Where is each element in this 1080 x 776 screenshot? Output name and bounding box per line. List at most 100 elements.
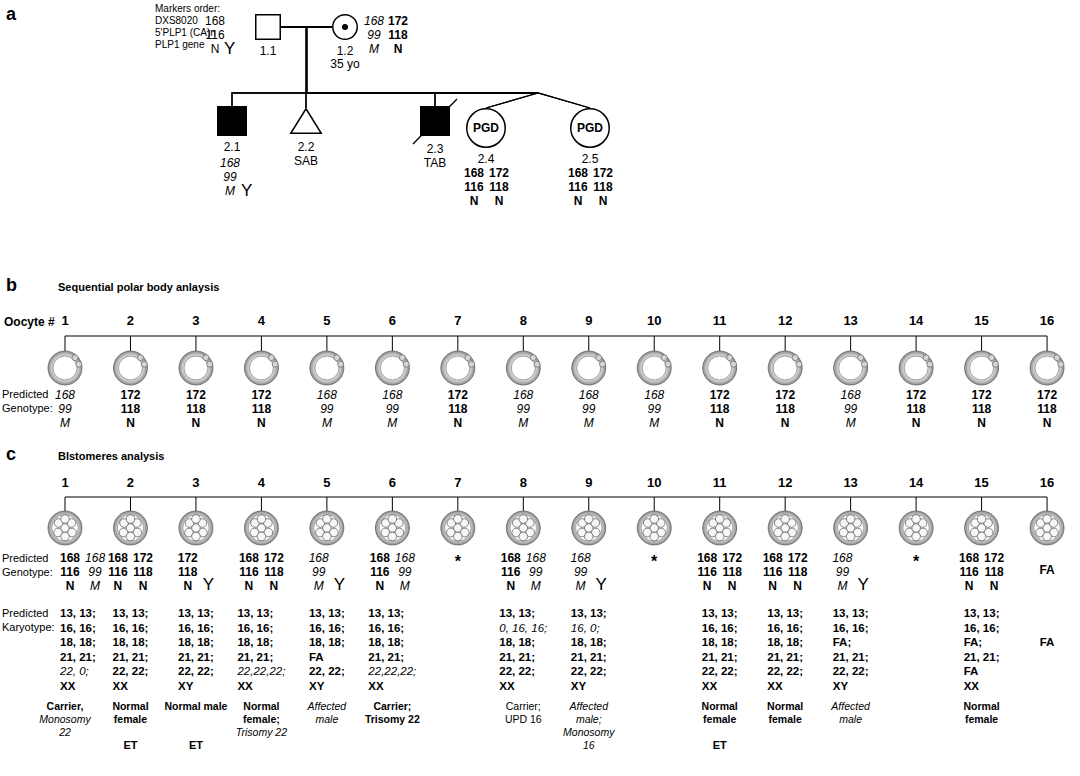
karyotype-line: 16, 16;: [702, 621, 738, 636]
oocyte-icon: [703, 351, 737, 385]
zona-pellucida: [965, 511, 999, 545]
zona-pellucida: [899, 351, 933, 385]
zona-pellucida: [48, 511, 82, 545]
polar-body: [661, 355, 667, 361]
karyotype-line: XY: [571, 679, 586, 694]
interpretation: Trisomy 22: [365, 713, 420, 726]
embryo-number: 8: [520, 475, 527, 490]
karyotype-line: 22, 22;: [571, 664, 607, 679]
polar-body: [600, 361, 606, 367]
panel-letter: a: [6, 4, 16, 24]
genotype: 168 99 M: [513, 388, 533, 430]
column-group: 168 116 N168 99 M: [370, 551, 415, 593]
embryo-icon: [113, 511, 147, 545]
pgd-mark: PGD: [473, 121, 499, 135]
karyotype-line: 22, 0;: [60, 664, 89, 679]
column-group: Carrier;Trisomy 22: [365, 700, 420, 726]
karyotype-line: 13, 13;: [309, 606, 345, 621]
embryo-number: 4: [258, 475, 265, 490]
polar-body: [403, 361, 409, 367]
male-symbol: 168 116 NY1.1: [255, 14, 281, 40]
karyotype-line: XX: [499, 679, 514, 694]
karyotype-line: 21, 21;: [964, 650, 1000, 665]
genotype: Y: [334, 576, 345, 593]
genotype: 172 118 N: [388, 14, 408, 56]
genotype: 172 118 N: [593, 166, 613, 208]
oocyte-icon: [113, 351, 147, 385]
embryo-number: 10: [647, 475, 661, 490]
row-heading: Predicted Karyotype:: [2, 606, 58, 634]
embryo-interior: [903, 515, 929, 541]
karyotype-line: 13, 13;: [833, 606, 869, 621]
row-heading: Predicted Genotype:: [2, 387, 58, 415]
embryo-bracket: [65, 497, 1047, 511]
zona-pellucida: [703, 511, 737, 545]
panel-title: Sequential polar body anlaysis: [58, 280, 219, 294]
individual-id: 1.1: [260, 44, 277, 58]
oocyte-icon: [48, 351, 82, 385]
interpretation: Affected male: [819, 700, 883, 726]
polar-body: [992, 361, 998, 367]
embryo-icon: [506, 511, 540, 545]
karyotype-line: 18, 18;: [571, 635, 607, 650]
embryo-icon: [310, 511, 344, 545]
genotype: 168 99 M: [571, 551, 591, 593]
embryo-number: 12: [778, 475, 792, 490]
individual-id: 2.3: [427, 142, 444, 156]
genotype: 168 116 N: [60, 551, 80, 593]
pedigree-line: [281, 27, 538, 108]
zona-pellucida: [179, 351, 213, 385]
karyotype-line: 13, 13;: [499, 606, 535, 621]
blastomere: [650, 532, 659, 541]
zona-pellucida: [834, 511, 868, 545]
polar-body: [465, 355, 471, 361]
embryo-interior: [837, 515, 863, 541]
embryo-number: 14: [909, 475, 923, 490]
karyotype-line: XY: [833, 679, 848, 694]
genotype: 168 99 M: [841, 388, 861, 430]
blastomere: [1043, 532, 1052, 541]
genotype: 172 118 N: [972, 388, 992, 430]
zona-pellucida: [572, 351, 606, 385]
oocyte-number: 5: [323, 313, 330, 328]
karyotype-line: 13, 13;: [178, 606, 214, 621]
polar-body: [727, 355, 733, 361]
karyotype-line: 16, 16;: [60, 621, 96, 636]
column-group: Carrier;UPD 16: [505, 700, 542, 726]
embryo-interior: [968, 515, 994, 541]
oocyte-number: 9: [585, 313, 592, 328]
interpretation: Carrier;: [373, 700, 411, 713]
pedigree-line: [281, 27, 307, 108]
zona-pellucida: [1030, 351, 1064, 385]
interpretation: Normal female: [98, 700, 162, 726]
symbol-outline: [255, 14, 281, 40]
pedigree-line: [232, 27, 332, 106]
column-group: 168 99 MY: [309, 551, 345, 593]
column-group: 13, 13;16, 16;18, 18;21, 21;22, 22;XX: [113, 606, 149, 693]
oocyte-number: 1: [61, 313, 68, 328]
genotype: 172 118 N: [133, 551, 153, 593]
oocyte-number: 3: [192, 313, 199, 328]
square-shape: [218, 107, 247, 136]
karyotype-line: 16, 16;: [237, 621, 273, 636]
karyotype-line: 21, 21;: [178, 650, 214, 665]
genotype: Y: [857, 576, 868, 593]
polar-body: [272, 361, 278, 367]
zona-pellucida: [965, 351, 999, 385]
karyotype-line: 13, 13;: [964, 606, 1000, 621]
genotype: 172 118 N: [251, 388, 271, 430]
genotype: 172 118 N: [1037, 388, 1057, 430]
embryo-number: 11: [713, 475, 727, 490]
genotype: 172 118 N: [775, 388, 795, 430]
oocyte-icon: [441, 351, 475, 385]
transfer-mark: ET: [713, 738, 727, 752]
interpretation: Affected male;: [557, 700, 621, 726]
karyotype-line: 22, 22;: [309, 664, 345, 679]
genotype: *: [913, 555, 919, 569]
karyotype-line: 18, 18;: [60, 635, 96, 650]
column-group: 168 116 N172 118 N: [108, 551, 153, 593]
polar-body: [858, 355, 864, 361]
blastomere: [192, 532, 201, 541]
karyotype-line: 21, 21;: [702, 650, 738, 665]
blastomere: [257, 515, 266, 524]
